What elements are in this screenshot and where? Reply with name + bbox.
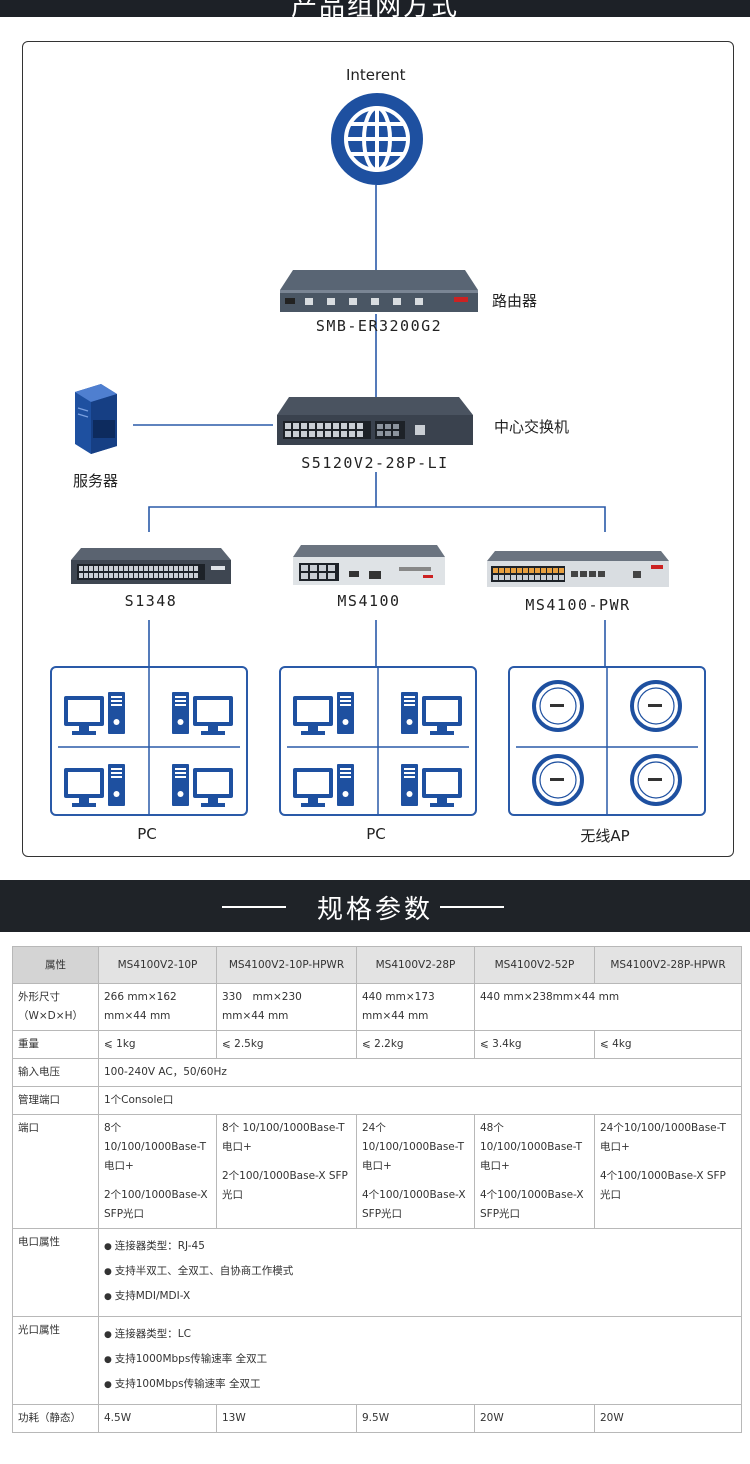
row-label: 电口属性	[12, 1228, 99, 1317]
table-cell: 440 mm×238mm×44 mm	[474, 983, 742, 1031]
bullet-item: 连接器类型：RJ-45	[104, 1237, 736, 1257]
row-label: 光口属性	[12, 1316, 99, 1405]
access-switch-s1348	[71, 548, 231, 584]
ap-group-right	[508, 666, 706, 816]
router-role-label: 路由器	[492, 292, 538, 310]
port-fiber-text: 4个100/1000Base-X SFP光口	[362, 1189, 466, 1220]
port-copper-text: 24个10/100/1000Base-T电口+	[362, 1122, 465, 1172]
table-row: 输入电压 100-240V AC，50/60Hz	[12, 1058, 742, 1087]
port-fiber-text: 4个100/1000Base-X SFP光口	[480, 1189, 584, 1220]
table-cell: ⩽ 2.2kg	[356, 1030, 475, 1059]
port-copper-text: 48个10/100/1000Base-T电口+	[480, 1122, 583, 1172]
header-divider-right	[440, 906, 504, 908]
router-device	[280, 270, 478, 312]
table-cell: 24个10/100/1000Base-T电口+ 4个100/1000Base-X …	[356, 1114, 475, 1229]
server-icon	[75, 384, 117, 454]
top-banner-title: 产品组网方式	[290, 0, 459, 17]
server-label: 服务器	[73, 472, 119, 490]
access-switch-ms4100-label: MS4100	[337, 592, 401, 610]
table-row: 管理端口 1个Console口	[12, 1086, 742, 1115]
table-cell: ⩽ 4kg	[594, 1030, 742, 1059]
row-label: 重量	[12, 1030, 99, 1059]
pc-group-middle	[279, 666, 477, 816]
access-switch-ms4100-pwr	[487, 551, 669, 587]
table-cell: ⩽ 1kg	[98, 1030, 217, 1059]
header-divider-left	[222, 906, 286, 908]
spec-section-title: 规格参数	[316, 895, 433, 925]
group-label-pc-middle: PC	[366, 825, 386, 843]
core-switch-model-label: S5120V2-28P-LI	[301, 454, 449, 472]
table-row: 功耗（静态） 4.5W 13W 9.5W 20W 20W	[12, 1404, 742, 1433]
access-switch-ms4100	[293, 545, 445, 585]
table-row: 电口属性 连接器类型：RJ-45 支持半双工、全双工、自协商工作模式 支持MDI…	[12, 1228, 742, 1317]
bullet-item: 支持半双工、全双工、自协商工作模式	[104, 1262, 736, 1282]
table-row: 光口属性 连接器类型：LC 支持1000Mbps传输速率 全双工 支持100Mb…	[12, 1316, 742, 1405]
wireless-ap-icons	[516, 668, 698, 814]
access-switch-ms4100-pwr-label: MS4100-PWR	[525, 596, 631, 614]
bullet-item: 连接器类型：LC	[104, 1325, 736, 1345]
pc-group-left	[50, 666, 248, 816]
table-cell: 100-240V AC，50/60Hz	[98, 1058, 742, 1087]
table-row: 端口 8个 10/100/1000Base-T电口+ 2个100/1000Base…	[12, 1114, 742, 1229]
row-label: 端口	[12, 1114, 99, 1229]
top-banner: 产品组网方式	[0, 0, 750, 17]
port-fiber-text: 4个100/1000Base-X SFP光口	[600, 1170, 726, 1201]
table-header-row: 属性 MS4100V2-10P MS4100V2-10P-HPWR MS4100…	[12, 946, 742, 984]
bullet-item: 支持MDI/MDI-X	[104, 1287, 736, 1307]
table-cell: 440 mm×173 mm×44 mm	[356, 983, 475, 1031]
pc-group-left-icons	[58, 668, 240, 814]
header-cell: MS4100V2-28P-HPWR	[594, 946, 742, 984]
header-cell: MS4100V2-10P	[98, 946, 217, 984]
table-cell: 20W	[474, 1404, 595, 1433]
table-cell: 连接器类型：LC 支持1000Mbps传输速率 全双工 支持100Mbps传输速…	[98, 1316, 742, 1405]
port-fiber-text: 2个100/1000Base-X SFP光口	[222, 1170, 348, 1201]
network-diagram: Interent 路由器 SMB-ER3200G2	[22, 41, 734, 857]
group-label-pc-left: PC	[137, 825, 157, 843]
row-label: 管理端口	[12, 1086, 99, 1115]
bullet-item: 支持1000Mbps传输速率 全双工	[104, 1350, 736, 1370]
port-copper-text: 8个 10/100/1000Base-T电口+	[104, 1122, 207, 1172]
row-label: 外形尺寸（W×D×H）	[12, 983, 99, 1031]
table-cell: 266 mm×162 mm×44 mm	[98, 983, 217, 1031]
table-cell: 连接器类型：RJ-45 支持半双工、全双工、自协商工作模式 支持MDI/MDI-…	[98, 1228, 742, 1317]
header-cell: MS4100V2-52P	[474, 946, 595, 984]
spec-table: 属性 MS4100V2-10P MS4100V2-10P-HPWR MS4100…	[12, 946, 742, 1433]
table-row: 重量 ⩽ 1kg ⩽ 2.5kg ⩽ 2.2kg ⩽ 3.4kg ⩽ 4kg	[12, 1030, 742, 1059]
row-label: 输入电压	[12, 1058, 99, 1087]
pc-group-middle-icons	[287, 668, 469, 814]
internet-label: Interent	[346, 66, 406, 84]
table-cell: 8个 10/100/1000Base-T电口+ 2个100/1000Base-X …	[98, 1114, 217, 1229]
table-cell: ⩽ 3.4kg	[474, 1030, 595, 1059]
table-cell: 330 mm×230 mm×44 mm	[216, 983, 357, 1031]
port-copper-text: 24个10/100/1000Base-T电口+	[600, 1122, 726, 1153]
table-cell: ⩽ 2.5kg	[216, 1030, 357, 1059]
port-fiber-text: 2个100/1000Base-X SFP光口	[104, 1189, 208, 1220]
port-copper-text: 8个 10/100/1000Base-T电口+	[222, 1122, 345, 1153]
core-switch-role-label: 中心交换机	[494, 418, 570, 436]
table-cell: 13W	[216, 1404, 357, 1433]
table-cell: 24个10/100/1000Base-T电口+ 4个100/1000Base-X …	[594, 1114, 742, 1229]
table-cell: 9.5W	[356, 1404, 475, 1433]
group-label-ap: 无线AP	[580, 827, 630, 845]
access-switch-s1348-label: S1348	[124, 592, 178, 610]
globe-icon	[331, 93, 423, 185]
header-cell: 属性	[12, 946, 99, 984]
spec-section-header: 规格参数	[0, 880, 750, 932]
table-cell: 8个 10/100/1000Base-T电口+ 2个100/1000Base-X …	[216, 1114, 357, 1229]
table-cell: 48个10/100/1000Base-T电口+ 4个100/1000Base-X …	[474, 1114, 595, 1229]
bullet-item: 支持100Mbps传输速率 全双工	[104, 1375, 736, 1395]
table-row: 外形尺寸（W×D×H） 266 mm×162 mm×44 mm 330 mm×2…	[12, 983, 742, 1031]
table-cell: 20W	[594, 1404, 742, 1433]
header-cell: MS4100V2-10P-HPWR	[216, 946, 357, 984]
header-cell: MS4100V2-28P	[356, 946, 475, 984]
row-label: 功耗（静态）	[12, 1404, 99, 1433]
table-cell: 4.5W	[98, 1404, 217, 1433]
table-cell: 1个Console口	[98, 1086, 742, 1115]
connection-lines	[133, 185, 606, 666]
router-model-label: SMB-ER3200G2	[315, 317, 443, 335]
core-switch-device	[277, 397, 473, 445]
